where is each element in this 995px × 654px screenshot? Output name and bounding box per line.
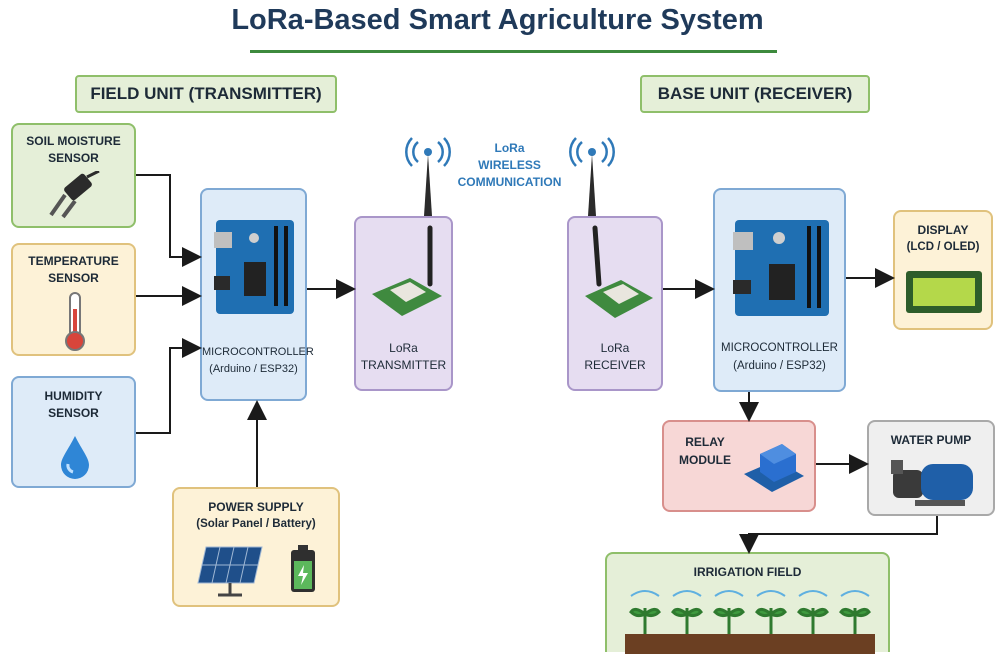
soil-probe-icon xyxy=(49,171,100,219)
water-drop-icon xyxy=(61,436,89,479)
display-label-2: (LCD / OLED) xyxy=(906,241,980,253)
wireless-line-3: COMMUNICATION xyxy=(457,175,562,189)
lora-rx-label-2: RECEIVER xyxy=(584,358,646,372)
arduino-board-icon xyxy=(214,220,294,314)
temp-sensor-label-1: TEMPERATURE xyxy=(28,254,119,268)
lora-module-icon xyxy=(372,225,442,316)
wireless-communication-label: LoRa WIRELESS COMMUNICATION xyxy=(452,140,567,191)
irrigation-field-node: IRRIGATION FIELD xyxy=(605,552,890,654)
relay-label-1: RELAY xyxy=(685,435,725,449)
relay-board-icon xyxy=(744,444,804,492)
relay-label-2: MODULE xyxy=(679,453,731,467)
rx-antenna-icon xyxy=(569,137,615,216)
base-unit-header: BASE UNIT (RECEIVER) xyxy=(640,75,870,113)
lora-transmitter-node: LoRa TRANSMITTER xyxy=(354,216,453,391)
solar-panel-icon xyxy=(197,546,263,597)
title-underline xyxy=(250,50,777,53)
lora-receiver-node: LoRa RECEIVER xyxy=(567,216,663,391)
water-pump-icon xyxy=(891,460,973,506)
crop-field-icon xyxy=(625,590,875,654)
relay-module-node: RELAY MODULE xyxy=(662,420,816,512)
lora-tx-label-2: TRANSMITTER xyxy=(360,358,447,372)
wireless-line-1: LoRa xyxy=(494,141,525,155)
microcontroller-transmitter-node: MICROCONTROLLER (Arduino / ESP32) xyxy=(200,188,314,401)
arrow-pump-to-field xyxy=(739,516,938,554)
power-label-2: (Solar Panel / Battery) xyxy=(196,518,316,530)
mcu-rx-label-2: (Arduino / ESP32) xyxy=(733,360,826,372)
mcu-tx-label-1: MICROCONTROLLER xyxy=(202,346,314,358)
temperature-sensor-node: TEMPERATURE SENSOR xyxy=(11,243,136,356)
field-label: IRRIGATION FIELD xyxy=(693,565,802,579)
arrow-soil-to-mcu xyxy=(136,174,202,267)
soil-sensor-label-1: SOIL MOISTURE xyxy=(26,134,121,148)
field-unit-header: FIELD UNIT (TRANSMITTER) xyxy=(75,75,337,113)
display-node: DISPLAY (LCD / OLED) xyxy=(893,210,993,330)
display-label-1: DISPLAY xyxy=(917,223,969,237)
battery-icon xyxy=(291,545,315,592)
arrow-humidity-to-mcu xyxy=(136,338,202,434)
soil-sensor-label-2: SENSOR xyxy=(48,151,99,165)
microcontroller-receiver-node: MICROCONTROLLER (Arduino / ESP32) xyxy=(713,188,846,392)
humidity-sensor-node: HUMIDITY SENSOR xyxy=(11,376,136,488)
pump-label: WATER PUMP xyxy=(890,433,972,447)
humidity-sensor-label-1: HUMIDITY xyxy=(44,389,103,403)
lora-tx-label-1: LoRa xyxy=(389,341,418,355)
lcd-screen-icon xyxy=(906,271,982,313)
power-supply-node: POWER SUPPLY (Solar Panel / Battery) xyxy=(172,487,340,607)
soil-moisture-sensor-node: SOIL MOISTURE SENSOR xyxy=(11,123,136,228)
mcu-tx-label-2: (Arduino / ESP32) xyxy=(209,363,298,375)
temp-sensor-label-2: SENSOR xyxy=(48,271,99,285)
power-label-1: POWER SUPPLY xyxy=(208,500,304,514)
wireless-line-2: WIRELESS xyxy=(478,158,541,172)
water-pump-node: WATER PUMP xyxy=(867,420,995,516)
lora-rx-module-icon xyxy=(585,225,653,318)
diagram-title: LoRa-Based Smart Agriculture System xyxy=(231,4,764,36)
lora-rx-label-1: LoRa xyxy=(600,341,630,355)
tx-antenna-icon xyxy=(405,137,451,216)
humidity-sensor-label-2: SENSOR xyxy=(48,406,99,420)
arduino-rx-board-icon xyxy=(733,220,829,316)
thermometer-icon xyxy=(65,292,85,351)
mcu-rx-label-1: MICROCONTROLLER xyxy=(721,342,838,354)
